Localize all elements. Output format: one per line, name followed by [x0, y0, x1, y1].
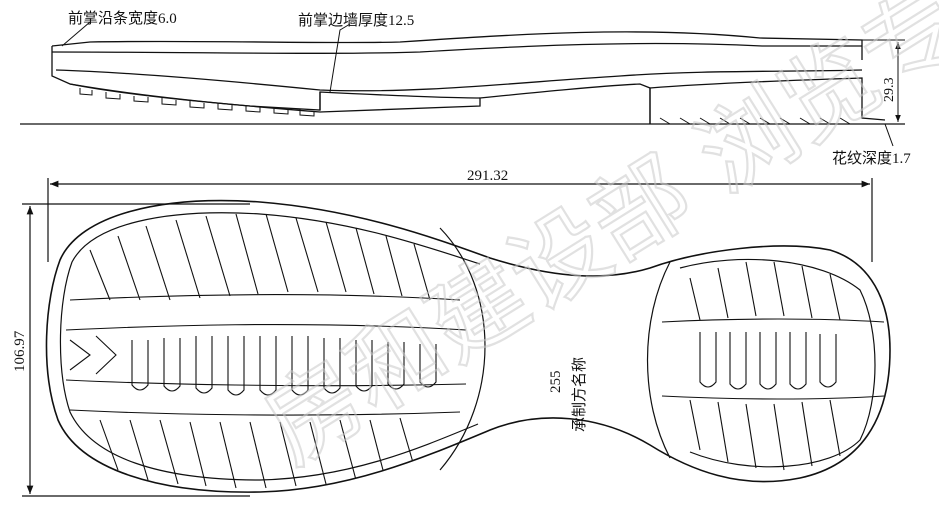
- forefoot-boundary: [439, 227, 486, 471]
- outsole-inner-outline: [59, 212, 481, 481]
- outsole-outline: [45, 199, 891, 493]
- side-shank: [319, 91, 481, 110]
- side-outsole-bottom: [69, 83, 651, 124]
- label-wall-thickness: 前掌边墙厚度12.5: [298, 12, 414, 29]
- side-midsole-line: [55, 69, 863, 92]
- side-heel-top: [649, 77, 886, 121]
- side-tread-heel: [659, 117, 851, 125]
- leader-pattern-depth: [884, 123, 894, 147]
- side-view: [20, 21, 905, 147]
- watermark: 房和建设部 浏览专用: [244, 0, 939, 486]
- label-edge-width: 前掌沿条宽度6.0: [68, 10, 177, 27]
- forefoot-loops: [131, 336, 437, 396]
- heel-boundary: [647, 261, 671, 459]
- label-height: 29.3: [882, 78, 897, 103]
- side-welt-line: [51, 42, 862, 54]
- side-upper-edge: [51, 31, 863, 60]
- heel-tread: [661, 261, 885, 471]
- watermark-text: 房和建设部 浏览专用: [245, 0, 939, 485]
- label-length: 291.32: [467, 168, 508, 184]
- label-maker-name: 承制方名称: [571, 357, 588, 432]
- label-pattern-depth: 花纹深度1.7: [832, 150, 911, 167]
- heel-inner-outline: [679, 258, 876, 468]
- label-width: 106.97: [12, 330, 28, 372]
- label-size: 255: [548, 371, 564, 394]
- leader-wall-thickness: [329, 23, 351, 93]
- side-tread-forefoot: [79, 88, 315, 117]
- leader-edge-width: [61, 21, 91, 47]
- forefoot-tread: [65, 213, 467, 489]
- bottom-view: [22, 178, 891, 497]
